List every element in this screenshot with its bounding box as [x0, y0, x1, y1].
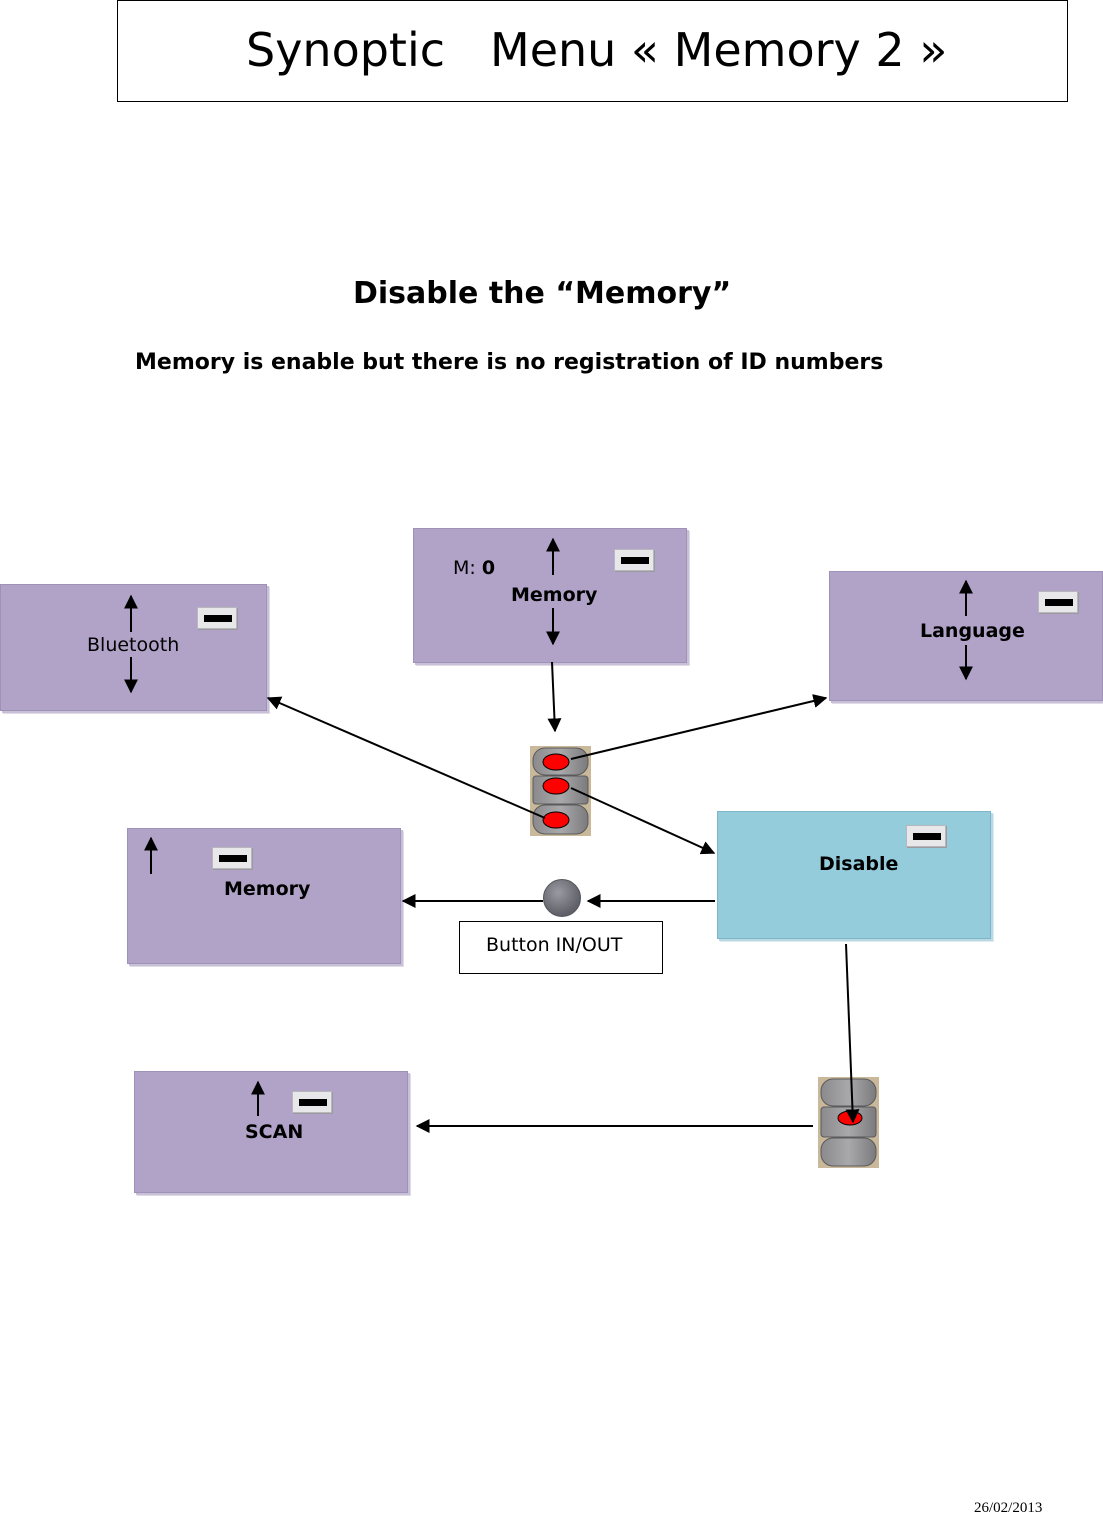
- screen-memory-top-label: Memory: [511, 584, 598, 606]
- page-heading: Disable the “Memory”: [353, 276, 732, 311]
- screen-language-label: Language: [920, 620, 1025, 642]
- battery-icon: [1038, 591, 1078, 613]
- m-value: 0: [481, 557, 496, 579]
- remote-one-button-icon: [818, 1077, 879, 1168]
- m-label: M:: [453, 557, 482, 579]
- remote-three-button-icon: [530, 746, 591, 836]
- battery-icon: [292, 1091, 332, 1113]
- page-subheading: Memory is enable but there is no registr…: [135, 350, 884, 375]
- title-menu: Menu « Memory 2 »: [490, 23, 948, 77]
- screen-scan-label: SCAN: [245, 1121, 304, 1143]
- document-date: 26/02/2013: [974, 1500, 1043, 1516]
- round-button-icon: [543, 879, 581, 917]
- battery-icon: [906, 825, 946, 847]
- button-inout-box: Button IN/OUT: [459, 921, 663, 974]
- screen-bluetooth-label: Bluetooth: [87, 634, 180, 656]
- button-inout-label: Button IN/OUT: [486, 934, 623, 956]
- battery-icon: [614, 549, 654, 571]
- screen-scan: SCAN: [134, 1071, 408, 1193]
- screen-memory-top-m: M: 0: [453, 557, 495, 579]
- screen-memory-left-label: Memory: [224, 878, 311, 900]
- battery-icon: [212, 847, 252, 869]
- screen-disable-label: Disable: [819, 853, 899, 875]
- battery-icon: [197, 607, 237, 629]
- title-box: Synoptic Menu « Memory 2 »: [117, 0, 1068, 102]
- screen-disable: Disable: [717, 811, 991, 939]
- title-synoptic: Synoptic: [246, 23, 446, 77]
- screen-memory-left: Memory: [127, 828, 401, 964]
